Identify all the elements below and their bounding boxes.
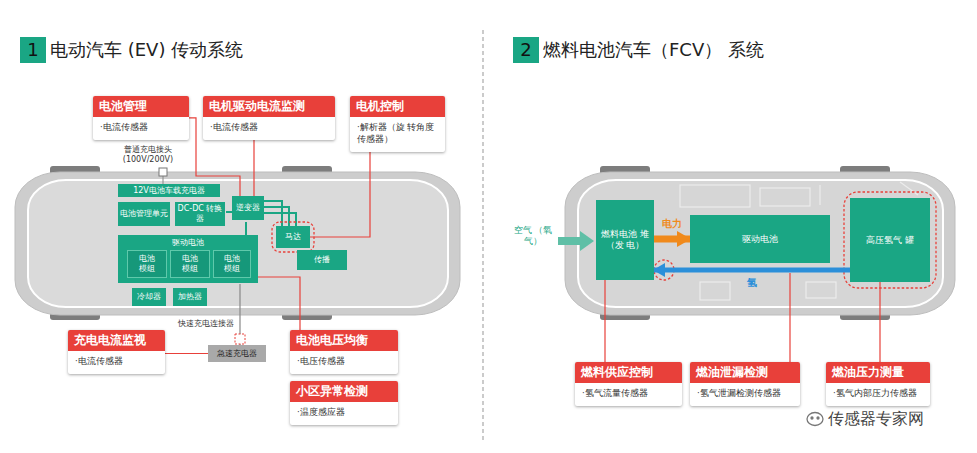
box-label: 加热器 (178, 292, 202, 302)
box-label: 急速充电器 (217, 349, 257, 359)
divider (482, 30, 484, 440)
note-label: 普通充电接头 (100V/200V) (108, 145, 188, 165)
callout-box: 小区异常检测·温度感应器 (290, 381, 398, 425)
leader-line (310, 152, 370, 237)
box-label: 高压氢气 罐 (866, 235, 914, 246)
callout-heading: 电机驱动电流监测 (203, 96, 335, 117)
box-label: 逆变器 (236, 203, 260, 213)
hydrogen-tank: 高压氢气 罐 (850, 198, 930, 282)
callout-body: ·电流传感器 (93, 117, 189, 140)
component-box: 12V电池车载充电器 (118, 184, 220, 197)
callout-heading: 充电电流监视 (68, 330, 165, 351)
callout-heading: 电机控制 (350, 96, 445, 117)
box-label: 12V电池车载充电器 (133, 186, 205, 196)
battery-module: 电池 模组 (127, 250, 167, 278)
callout-box: 燃油泄漏检测·氢气泄漏检测传感器 (690, 362, 800, 406)
section-title: 电动汽车 (EV) 传动系统 (50, 38, 243, 62)
callout-heading: 燃油泄漏检测 (690, 362, 800, 383)
component-box: 电池管理单元 (118, 202, 170, 226)
callout-box: 电池电压均衡·电压传感器 (290, 330, 398, 374)
leader-line (258, 277, 300, 330)
motor-box: 马达 (276, 226, 310, 248)
callout-body: ·电流传感器 (68, 351, 165, 374)
section-title: 燃料电池汽车（FCV） 系统 (543, 38, 764, 62)
component-box: 冷却器 (132, 288, 166, 306)
callout-heading: 小区异常检测 (290, 381, 398, 402)
leader-line (253, 140, 254, 196)
charge-port (159, 168, 167, 176)
callout-body: ·氢气泄漏检测传感器 (690, 383, 800, 406)
box-label: 电池管理单元 (120, 209, 168, 219)
callout-box: 充电电流监视·电流传感器 (68, 330, 165, 374)
callout-box: 电机驱动电流监测·电流传感器 (203, 96, 335, 140)
box-label: 冷却器 (137, 292, 161, 302)
battery-box: 驱动电池 (690, 215, 830, 263)
callout-box: 电池管理·电流传感器 (93, 96, 189, 140)
leader-line (879, 282, 880, 362)
callout-body: ·温度感应器 (290, 402, 398, 425)
box-label: 电池 模组 (134, 254, 160, 273)
edge-label: 电力 (660, 217, 684, 231)
ev-car-body (15, 166, 460, 320)
box-label: 驱动电池 (172, 238, 204, 248)
box-label: 驱动电池 (742, 234, 778, 245)
box-label: 燃料电池 堆（发 电） (598, 229, 652, 251)
charger-box: 急速充电器 (208, 345, 266, 362)
fuel-cell-stack: 燃料电池 堆（发 电） (596, 200, 654, 280)
leader-line (165, 353, 208, 354)
component-box: DC-DC 转换器 (175, 202, 225, 226)
callout-heading: 燃油压力测量 (826, 362, 930, 383)
callout-box: 电机控制·解析器（旋 转角度传感器） (350, 96, 445, 152)
callout-box: 燃油压力测量·氢气内部压力传感器 (826, 362, 930, 406)
edge-label: 氢 (745, 276, 759, 290)
note-label: 空气 （氧气） (510, 225, 556, 248)
box-label: 传播 (314, 255, 330, 265)
inverter-box: 逆变器 (232, 196, 264, 220)
leader-line (789, 273, 790, 362)
callout-body: ·电压传感器 (290, 351, 398, 374)
callout-body: ·电流传感器 (203, 117, 335, 140)
battery-module: 电池 模组 (213, 250, 251, 278)
battery-pack: 驱动电池电池 模组电池 模组电池 模组 (118, 235, 258, 283)
callout-body: ·氢气内部压力传感器 (826, 383, 930, 406)
callout-box: 燃料供应控制·氢气流量传感器 (575, 362, 682, 406)
battery-module: 电池 模组 (170, 250, 210, 278)
transmission-box: 传播 (297, 250, 347, 270)
watermark-icon (807, 413, 823, 426)
box-label: DC-DC 转换器 (177, 204, 223, 223)
fast-charge-port (235, 334, 245, 344)
air-arrow (558, 231, 594, 251)
fcv-car-body (565, 166, 955, 320)
callout-heading: 电池管理 (93, 96, 189, 117)
callout-body: ·解析器（旋 转角度传感器） (350, 117, 445, 152)
flow-arrow (654, 268, 850, 273)
note-label: 快速充电连接器 (160, 318, 234, 329)
callout-heading: 电池电压均衡 (290, 330, 398, 351)
watermark: 传感器专家网 (828, 409, 924, 430)
callout-body: ·氢气流量传感器 (575, 383, 682, 406)
component-box: 加热器 (173, 288, 207, 306)
flow-arrow (654, 236, 690, 243)
box-label: 电池 模组 (220, 254, 244, 273)
section-number: 2 (513, 37, 539, 63)
box-label: 马达 (285, 232, 301, 242)
section-number: 1 (20, 37, 46, 63)
callout-heading: 燃料供应控制 (575, 362, 682, 383)
box-label: 电池 模组 (177, 254, 203, 273)
leader-line (604, 280, 605, 362)
